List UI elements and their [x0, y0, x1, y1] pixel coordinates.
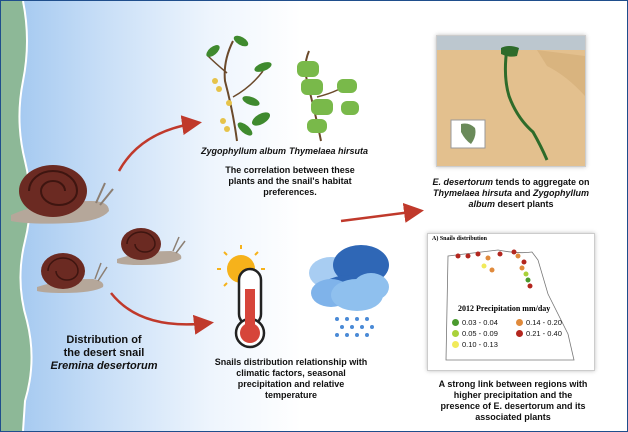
legend-label-5: 0.21 - 0.40	[526, 329, 562, 338]
caption-plant1: Thymelaea hirsuta	[432, 188, 512, 198]
plants-caption: The correlation between these plants and…	[225, 165, 355, 197]
legend-label-4: 0.14 - 0.20	[526, 318, 562, 327]
legend-item-3: 0.10 - 0.13	[452, 340, 498, 349]
caption-plant2b: album	[468, 199, 495, 209]
thymelaea-plant-icon	[297, 50, 359, 142]
arrow-to-plants	[117, 115, 202, 172]
caption-and: and	[512, 188, 534, 198]
thymelaea-label: Thymelaea hirsuta	[289, 146, 369, 156]
precip-panel-title: A) Snails distribution	[432, 236, 488, 242]
legend-swatch-4	[516, 319, 523, 326]
map-precipitation: A) Snails distribution 2012 Precipitatio…	[427, 233, 595, 371]
legend-label-3: 0.10 - 0.13	[462, 340, 498, 349]
precip-outline-map	[445, 249, 575, 361]
snail-species-name: Eremina desertorum	[50, 360, 158, 372]
snail-caption: Distribution of the desert snail Eremina…	[49, 334, 159, 373]
legend-label-1: 0.03 - 0.04	[462, 318, 498, 327]
caption-end: desert plants	[494, 199, 554, 209]
map-egypt-plants	[436, 35, 586, 167]
legend-item-2: 0.05 - 0.09	[452, 329, 498, 338]
precip-legend-title: 2012 Precipitation mm/day	[458, 304, 551, 313]
legend-item-4: 0.14 - 0.20	[516, 318, 562, 327]
caption-plant2: Zygophyllum	[533, 188, 590, 198]
climate-caption: Snails distribution relationship with cl…	[214, 357, 368, 400]
map-top-caption: E. desertorum tends to aggregate on Thym…	[431, 177, 591, 210]
map-bottom-caption: A strong link between regions with highe…	[438, 379, 588, 422]
caption-mid: tends to aggregate on	[493, 177, 590, 187]
legend-label-2: 0.05 - 0.09	[462, 329, 498, 338]
arrow-to-maps	[340, 202, 424, 223]
snail-large-icon	[11, 165, 114, 224]
legend-swatch-1	[452, 319, 459, 326]
legend-swatch-5	[516, 330, 523, 337]
snail-small-icon	[37, 253, 108, 293]
arrow-to-climate	[110, 292, 214, 335]
legend-swatch-3	[452, 341, 459, 348]
caption-species: E. desertorum	[432, 177, 493, 187]
legend-swatch-2	[452, 330, 459, 337]
snail-medium-icon	[117, 228, 186, 265]
zygophyllum-plant-icon	[206, 35, 272, 142]
thermometer-icon	[234, 267, 266, 349]
rain-cloud-icon	[309, 245, 389, 337]
egypt-satellite-map	[437, 36, 585, 166]
zygophyllum-label: Zygophyllum album	[201, 146, 287, 156]
legend-item-1: 0.03 - 0.04	[452, 318, 498, 327]
snail-caption-line1: Distribution of	[66, 334, 142, 346]
snail-caption-line2: the desert snail	[63, 347, 145, 359]
legend-item-5: 0.21 - 0.40	[516, 329, 562, 338]
